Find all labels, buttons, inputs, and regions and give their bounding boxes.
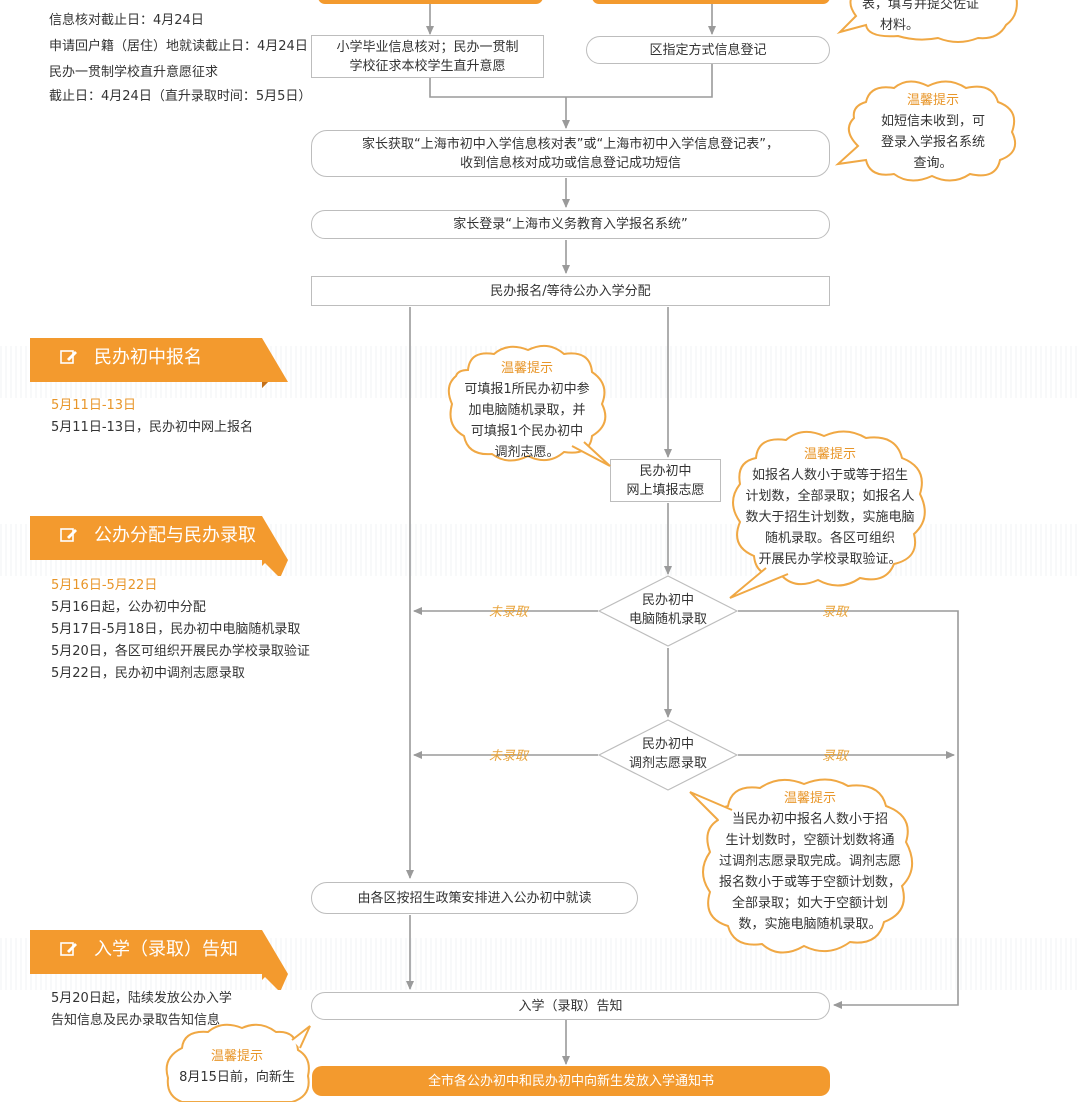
edit-icon [60,528,77,542]
section-banner-private-apply: 民办初中报名 [30,338,288,398]
section-notice-text: 5月20日起，陆续发放公办入学 告知信息及民办录取告知信息 [51,988,232,1032]
node-text: 电脑随机录取 [628,612,707,627]
node-parent-get-forms: 家长获取“上海市初中入学信息核对表”或“上海市初中入学信息登记表”， 收到信息核对… [311,130,830,177]
deadline-line: 信息核对截止日：4月24日 [49,13,204,28]
section-line: 告知信息及民办录取告知信息 [51,1013,221,1028]
edge-label-admitted: 录取 [822,605,849,620]
tip-line: 全部录取；如大于空额计划 [731,896,888,911]
tip-line: 可填报1个民办初中 [470,424,584,439]
top-orange-box-left [318,0,543,4]
bottom-notice-text: 全市各公办初中和民办初中向新生发放入学通知书 [427,1074,714,1089]
section-title: 入学（录取）告知 [94,939,238,960]
node-private-apply-or-wait: 民办报名/等待公办入学分配 [311,276,830,306]
section-line: 5月20日，各区可组织开展民办学校录取验证 [51,644,310,659]
decision-adjust: 民办初中 调剂志愿录取 [598,719,738,791]
node-text: 民办报名/等待公办入学分配 [490,283,651,299]
section-line: 5月22日，民办初中调剂志愿录取 [51,666,245,681]
tip-title: 温馨提示 [803,447,856,462]
tip-cloud-sms: 温馨提示 如短信未收到，可 登录入学报名系统 查询。 [834,80,1022,184]
node-text: 民办初中 [639,463,692,479]
tip-title: 温馨提示 [500,361,553,376]
tip-cloud-lottery: 温馨提示 如报名人数小于或等于招生 计划数，全部录取；如报名人 数大于招生计划数… [726,428,932,600]
tip-line: 随机录取。各区可组织 [764,531,895,546]
tip-title: 温馨提示 [906,93,959,108]
section-date: 5月11日-13日 [51,398,137,413]
tip-line: 生计划数时，空额计划数将通 [725,833,895,848]
edit-icon [60,350,77,364]
section-banner-notice: 入学（录取）告知 [30,930,288,990]
deadline-line: 截止日：4月24日（直升录取时间：5月5日） [49,89,312,104]
deadline-line: 民办一贯制学校直升意愿征求 [49,65,219,80]
node-text: 学校征求本校学生直升意愿 [349,58,506,74]
node-online-preference: 民办初中网上填报志愿 [610,459,721,502]
decision-lottery: 民办初中 电脑随机录取 [598,575,738,647]
info-check-deadlines: 信息核对截止日：4月24日 申请回户籍（居住）地就读截止日：4月24日 民办一贯… [49,10,311,108]
top-orange-box-right [592,0,830,4]
tip-line: 数，实施电脑随机录取。 [738,917,882,932]
section-line: 5月17日-5月18日，民办初中电脑随机录取 [51,622,301,637]
node-info-check: 小学毕业信息核对；民办一贯制学校征求本校学生直升意愿 [311,35,544,78]
edge-label-admitted: 录取 [822,749,849,764]
section-private-apply-text: 5月11日-13日 5月11日-13日，民办初中网上报名 [51,394,253,439]
tip-line: 数大于招生计划数，实施电脑 [745,510,915,525]
section-title: 公办分配与民办录取 [94,525,256,546]
node-text: 家长登录“上海市义务教育入学报名系统” [453,217,688,232]
tip-line: 加电脑随机录取，并 [468,403,586,418]
tip-line: 当民办初中报名人数小于招 [731,812,888,827]
tip-line: 计划数，全部录取；如报名人 [745,489,915,504]
deadline-line: 申请回户籍（居住）地就读截止日：4月24日 [49,39,308,54]
node-text: 由各区按招生政策安排进入公办初中就读 [357,890,592,906]
tip-line: 如短信未收到，可 [880,114,985,129]
edge-label-not-admitted: 未录取 [489,749,529,764]
node-text: 网上填报志愿 [626,482,705,498]
tip-line: 过调剂志愿录取完成。调剂志愿 [718,854,901,869]
section-date: 5月16日-5月22日 [51,578,158,593]
tip-line: 如报名人数小于或等于招生 [751,468,908,483]
section-title: 民办初中报名 [94,347,202,368]
tip-line: 调剂志愿。 [494,445,560,460]
tip-line: 8月15日前，向新生 [179,1070,295,1085]
node-text: 区指定方式信息登记 [649,42,767,58]
section-line: 5月11日-13日，民办初中网上报名 [51,420,254,435]
tip-line: 查询。 [913,156,953,171]
edit-icon [60,942,77,956]
node-text: 小学毕业信息核对；民办一贯制 [336,39,519,55]
edge-label-not-admitted: 未录取 [489,605,529,620]
tip-line: 材料。 [880,18,920,33]
node-text: 民办初中 [641,737,694,752]
tip-line: 开展民办学校录取验证。 [758,552,902,567]
tip-line: 登录入学报名系统 [880,135,985,150]
tip-cloud-bottom: 温馨提示 8月15日前，向新生 [162,1022,312,1102]
tip-cloud-top: 表，填写并提交佐证 材料。 [836,0,1018,55]
tip-title: 温馨提示 [210,1049,263,1064]
node-text: 收到信息核对成功或信息登记成功短信 [459,155,681,171]
tip-title: 温馨提示 [783,791,836,806]
tip-line: 表，填写并提交佐证 [862,0,980,12]
tip-cloud-adjust: 温馨提示 当民办初中报名人数小于招 生计划数时，空额计划数将通 过调剂志愿录取完… [688,776,928,968]
tip-cloud-apply: 温馨提示 可填报1所民办初中参 加电脑随机录取，并 可填报1个民办初中 调剂志愿… [444,342,611,468]
tip-line: 可填报1所民办初中参 [464,382,590,397]
section-line: 5月16日起，公办初中分配 [51,600,206,615]
node-text: 家长获取“上海市初中入学信息核对表”或“上海市初中入学信息登记表”， [362,136,779,152]
section-allocation-text: 5月16日-5月22日 5月16日起，公办初中分配 5月17日-5月18日，民办… [51,574,310,685]
tip-line: 报名数小于或等于空额计划数， [718,875,901,890]
node-text: 入学（录取）告知 [518,998,623,1014]
section-banner-allocation: 公办分配与民办录取 [30,516,288,576]
section-line: 5月20日起，陆续发放公办入学 [51,991,232,1006]
node-public-school: 由各区按招生政策安排进入公办初中就读 [311,882,638,914]
node-text: 调剂志愿录取 [628,756,707,771]
node-district-register: 区指定方式信息登记 [586,36,830,64]
node-parent-login: 家长登录“上海市义务教育入学报名系统” [311,210,830,239]
node-admission-notice: 入学（录取）告知 [311,992,830,1020]
node-text: 民办初中 [641,593,694,608]
bottom-notice-bar: 全市各公办初中和民办初中向新生发放入学通知书 [312,1066,830,1096]
